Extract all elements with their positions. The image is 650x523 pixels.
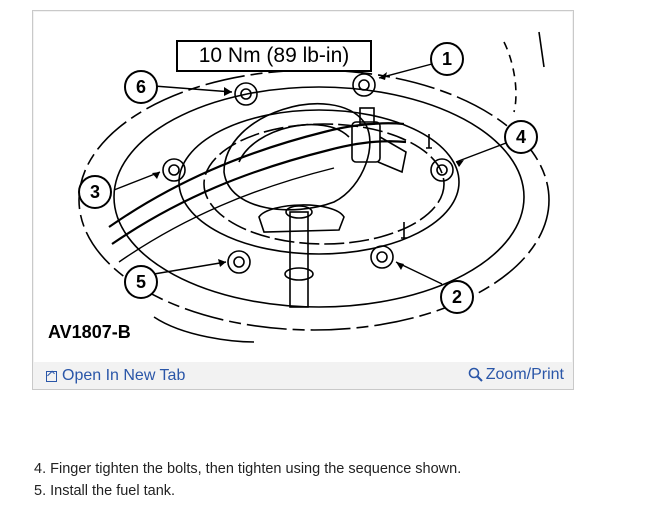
instruction-steps: 4. Finger tighten the bolts, then tighte… [34, 458, 461, 502]
open-in-new-tab-label: Open In New Tab [62, 367, 186, 384]
bolt-2 [370, 245, 394, 269]
callout-2: 2 [440, 280, 474, 314]
torque-spec-label: 10 Nm (89 lb-in) [176, 40, 372, 72]
zoom-print-label: Zoom/Print [485, 366, 564, 383]
vent-tube [289, 211, 309, 308]
callout-5: 5 [124, 265, 158, 299]
bolt-3 [162, 158, 186, 182]
zoom-print-link[interactable]: Zoom/Print [468, 366, 564, 384]
bolt-4 [430, 158, 454, 182]
open-in-new-tab-icon [46, 370, 57, 382]
figure-frame: 10 Nm (89 lb-in) 6 1 4 3 5 2 AV1807-B Op… [32, 10, 574, 390]
step-5: 5. Install the fuel tank. [34, 483, 176, 499]
callout-4: 4 [504, 120, 538, 154]
pump-module-ring [178, 109, 460, 255]
bolt-5 [227, 250, 251, 274]
figure-toolbar: Open In New Tab Zoom/Print [34, 363, 572, 389]
diagram-drawing [78, 31, 550, 343]
callout-6: 6 [124, 70, 158, 104]
bolt-1 [352, 73, 376, 97]
figure-id: AV1807-B [48, 322, 131, 342]
step-4: 4. Finger tighten the bolts, then tighte… [34, 461, 462, 477]
callout-3: 3 [78, 175, 112, 209]
bolt-6 [234, 82, 258, 106]
electrical-connector [351, 121, 381, 163]
fuel-pump-bolt-diagram: 10 Nm (89 lb-in) 6 1 4 3 5 2 AV1807-B [34, 12, 572, 362]
pump-dome [223, 103, 371, 211]
open-in-new-tab-link[interactable]: Open In New Tab [46, 367, 185, 385]
callout-1: 1 [430, 42, 464, 76]
flange-inner-ring [113, 86, 525, 308]
magnifier-icon [468, 367, 483, 382]
